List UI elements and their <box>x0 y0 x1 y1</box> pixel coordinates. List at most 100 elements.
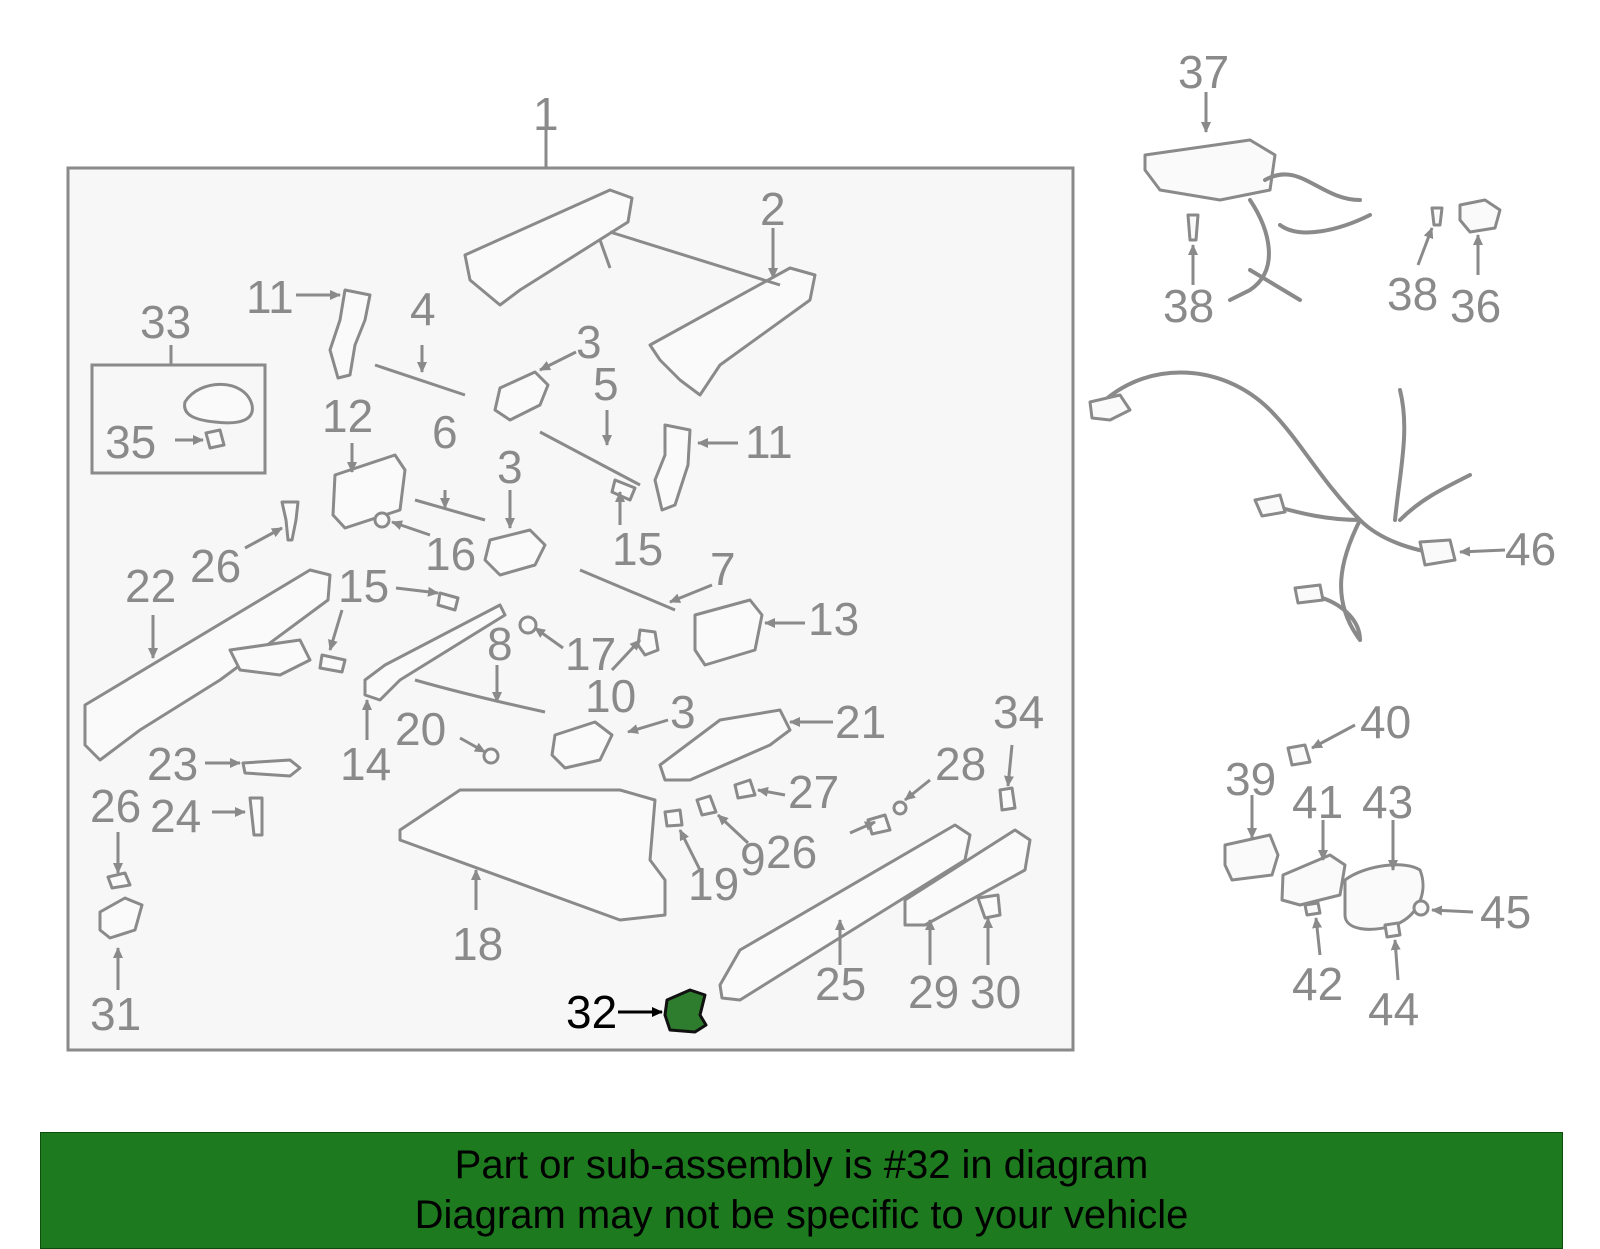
part-6-rod <box>414 498 486 522</box>
part-3-motor-lower <box>550 720 614 770</box>
label-11-right: 11 <box>745 416 793 468</box>
part-22-track-plate <box>228 638 312 677</box>
label-37: 37 <box>1178 46 1229 98</box>
part-5-rod <box>539 430 641 487</box>
label-10: 10 <box>585 670 636 722</box>
part-26-bolt-lower <box>106 871 132 890</box>
part-29-cover <box>903 828 1032 927</box>
part-3-motor-upper <box>493 370 550 422</box>
part-28-clip <box>892 800 908 816</box>
label-40: 40 <box>1360 696 1411 748</box>
label-41: 41 <box>1292 776 1343 828</box>
info-banner: Part or sub-assembly is #32 in diagram D… <box>40 1132 1563 1249</box>
label-23: 23 <box>147 738 198 790</box>
part-22-left-track <box>83 568 332 762</box>
part-27-clip <box>733 778 757 800</box>
part-2-seat-track-frame <box>463 188 817 397</box>
part-35-clip <box>204 428 226 450</box>
label-3-middle: 3 <box>497 441 523 493</box>
label-22: 22 <box>125 560 176 612</box>
banner-line-disclaimer: Diagram may not be specific to your vehi… <box>414 1193 1189 1237</box>
part-21-cover <box>658 708 792 782</box>
label-26-lower: 26 <box>90 780 141 832</box>
label-7: 7 <box>710 543 736 595</box>
part-15-clip-left <box>318 653 347 674</box>
part-30-bolt <box>976 893 1002 920</box>
label-2: 2 <box>760 183 786 235</box>
part-11-bracket-right <box>653 423 692 512</box>
label-14: 14 <box>340 738 391 790</box>
part-39-switch <box>1223 833 1280 882</box>
label-3-lower: 3 <box>670 686 696 738</box>
part-31-cover <box>98 896 144 940</box>
label-27: 27 <box>788 766 839 818</box>
label-5: 5 <box>593 358 619 410</box>
banner-line-part: Part or sub-assembly is #32 in diagram <box>454 1143 1149 1187</box>
label-26-right: 26 <box>766 826 817 878</box>
label-46: 46 <box>1505 523 1556 575</box>
label-21: 21 <box>835 696 886 748</box>
part-46-connector-b <box>1253 493 1287 518</box>
part-46-connector-d <box>1293 583 1325 605</box>
label-18: 18 <box>452 918 503 970</box>
part-46-wire-harness <box>1093 370 1472 642</box>
label-3-upper: 3 <box>576 316 602 368</box>
label-34: 34 <box>993 686 1044 738</box>
label-16: 16 <box>425 528 476 580</box>
part-19-grommet <box>663 808 684 828</box>
label-44: 44 <box>1368 983 1419 1035</box>
label-32-highlighted: 32 <box>566 986 617 1038</box>
part-10-clip <box>636 628 660 657</box>
part-20-clip <box>482 747 500 765</box>
part-37-module <box>1143 138 1277 202</box>
part-3-motor-middle <box>483 528 547 577</box>
part-15-clip-right <box>610 478 637 502</box>
label-38-left: 38 <box>1163 280 1214 332</box>
label-11-left: 11 <box>246 271 294 323</box>
label-43: 43 <box>1362 776 1413 828</box>
part-24-bolt <box>248 796 264 837</box>
label-38-right: 38 <box>1387 268 1438 320</box>
part-26-bolt-upper <box>280 500 300 542</box>
part-34-clip <box>998 786 1017 812</box>
label-12: 12 <box>322 390 373 442</box>
label-15-left: 15 <box>338 560 389 612</box>
part-25-right-track <box>718 823 972 1002</box>
label-19: 19 <box>688 858 739 910</box>
part-40-clip <box>1286 743 1312 767</box>
label-31: 31 <box>90 988 141 1040</box>
part-41-bezel <box>1280 853 1347 907</box>
part-32-highlighted <box>663 988 708 1034</box>
part-11-bracket-left <box>328 288 372 380</box>
part-36-connector <box>1458 198 1502 234</box>
part-46-connector-c <box>1418 538 1457 567</box>
part-12-switch <box>331 453 407 530</box>
label-36: 36 <box>1450 280 1501 332</box>
part-8-cable <box>414 678 546 714</box>
part-33-cover <box>183 382 254 425</box>
leader-lines <box>113 92 1506 1017</box>
label-9: 9 <box>740 833 766 885</box>
part-38-screw-left <box>1186 213 1200 242</box>
part-23-bracket <box>241 758 302 778</box>
label-15-right: 15 <box>612 523 663 575</box>
label-26-upper: 26 <box>190 540 241 592</box>
label-8: 8 <box>487 618 513 670</box>
part-17-grommet <box>518 615 538 635</box>
part-14-actuator <box>363 603 507 702</box>
label-4: 4 <box>410 283 436 335</box>
label-17: 17 <box>565 628 616 680</box>
part-4-rod <box>374 363 466 397</box>
label-24: 24 <box>150 790 201 842</box>
label-35: 35 <box>105 416 156 468</box>
label-25: 25 <box>815 958 866 1010</box>
part-15-clip-mid <box>436 591 460 612</box>
part-45-clip <box>1412 899 1430 917</box>
label-39: 39 <box>1225 753 1276 805</box>
part-43-bezel <box>1343 863 1425 931</box>
part-44-clip <box>1383 921 1402 939</box>
part-16-grommet <box>373 511 391 529</box>
label-6: 6 <box>432 406 458 458</box>
label-28: 28 <box>935 738 986 790</box>
